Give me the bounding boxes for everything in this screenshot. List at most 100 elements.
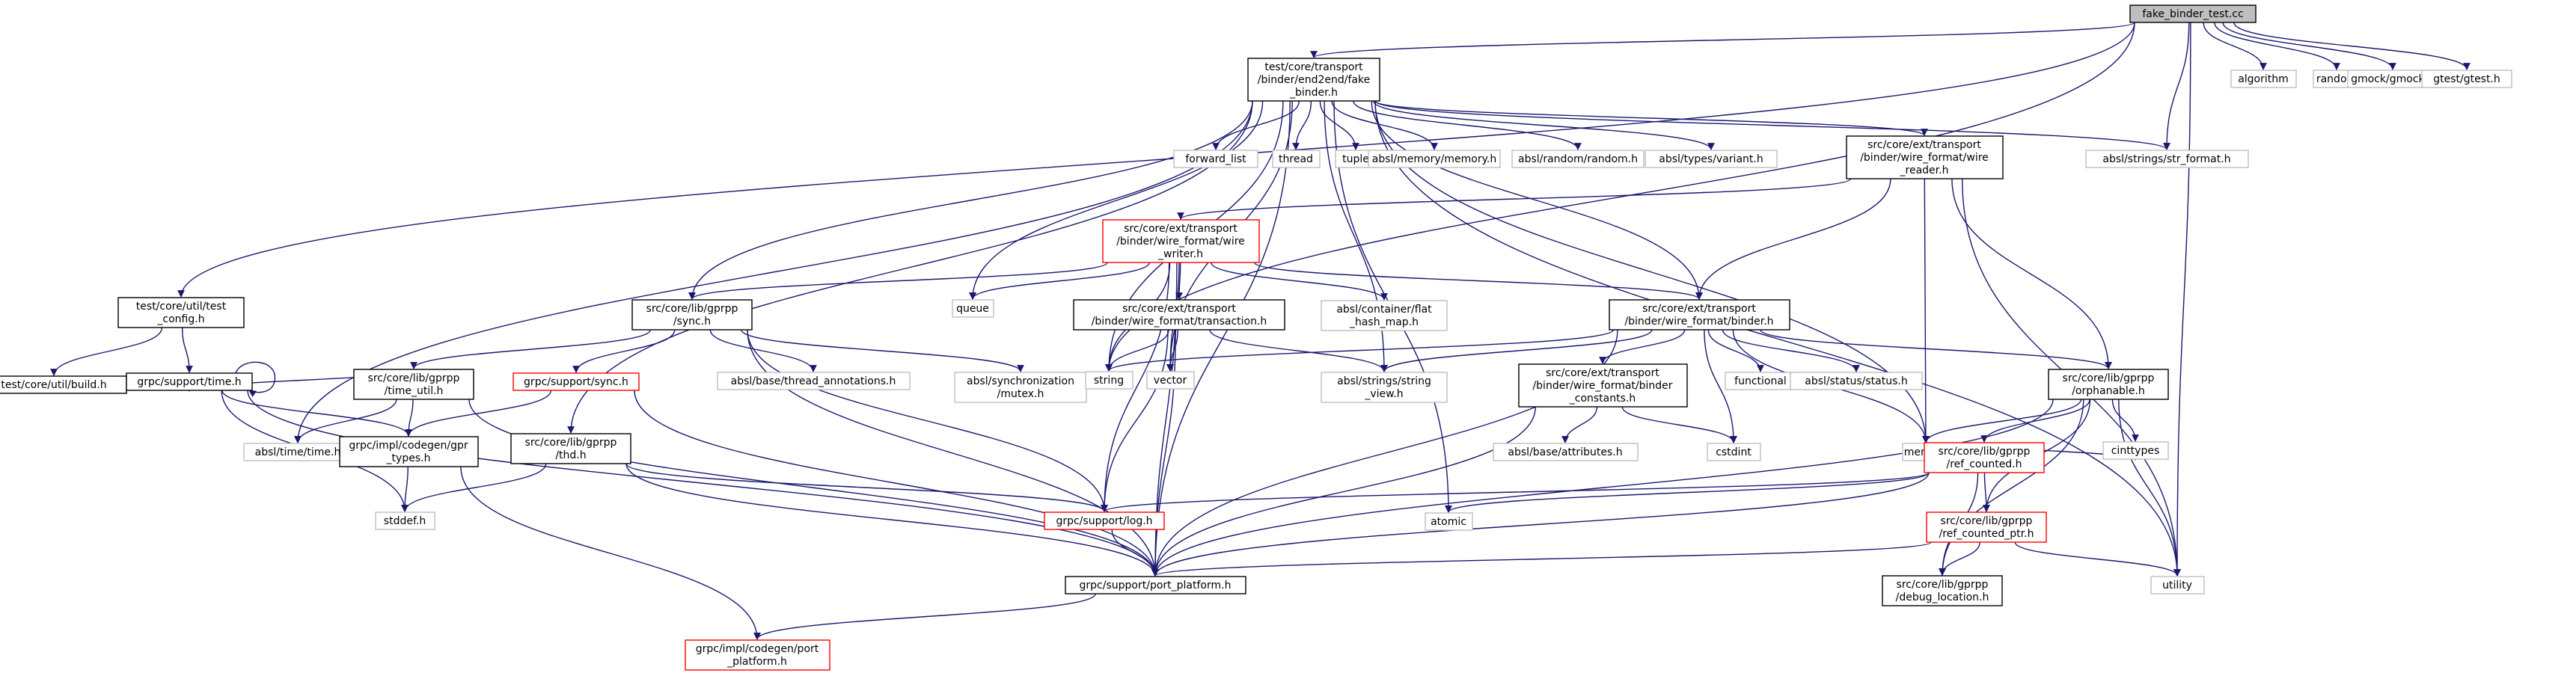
- node-functional[interactable]: functional: [1725, 372, 1797, 390]
- node-label: absl/strings/str_format.h: [2102, 153, 2230, 165]
- node-cinttypes[interactable]: cinttypes: [2102, 441, 2169, 460]
- edge-root-to-random: [2214, 22, 2340, 70]
- node-support-sync[interactable]: grpc/support/sync.h: [513, 372, 640, 391]
- node-label: /sync.h: [673, 316, 711, 328]
- node-label: src/core/ext/transport: [1124, 223, 1237, 235]
- edge-time-h-to-time-h: [235, 361, 276, 397]
- node-box: [510, 433, 631, 464]
- node-label: cinttypes: [2111, 445, 2160, 457]
- node-label: /mutex.h: [997, 388, 1044, 400]
- node-port-platform[interactable]: grpc/support/port_platform.h: [1065, 576, 1246, 594]
- node-label: /binder/wire_format/wire: [1116, 236, 1245, 248]
- node-test-config[interactable]: test/core/util/test_config.h: [117, 297, 245, 328]
- node-label: grpc/impl/codegen/port: [696, 643, 819, 655]
- node-label: absl/random/random.h: [1518, 153, 1638, 165]
- edge-binder-h-to-binder-constants: [1599, 329, 1686, 364]
- node-box: [126, 372, 253, 391]
- node-box: [685, 639, 830, 671]
- node-orphanable[interactable]: src/core/lib/gprpp/orphanable.h: [2048, 369, 2169, 400]
- edge-ref-counted-ptr-to-debug-location: [1939, 541, 1980, 576]
- edge-log-h-to-port-platform: [1111, 529, 1159, 577]
- node-box: [1272, 150, 1321, 168]
- node-thread-annotations[interactable]: absl/base/thread_annotations.h: [717, 372, 911, 390]
- node-attributes[interactable]: absl/base/attributes.h: [1493, 443, 1639, 461]
- node-build[interactable]: test/core/util/build.h: [0, 375, 127, 394]
- node-fakebinder[interactable]: test/core/transport/binder/end2end/fake_…: [1247, 58, 1380, 102]
- node-tuple[interactable]: tuple: [1335, 150, 1377, 168]
- edge-orphanable-to-memory: [1922, 399, 2082, 443]
- node-gtest[interactable]: gtest/gtest.h: [2421, 70, 2512, 88]
- node-transaction[interactable]: src/core/ext/transport/binder/wire_forma…: [1073, 299, 1285, 331]
- node-gprpp-sync[interactable]: src/core/lib/gprpp/sync.h: [631, 299, 753, 331]
- node-thread[interactable]: thread: [1272, 150, 1321, 168]
- node-box: [2129, 4, 2257, 23]
- node-atomic[interactable]: atomic: [1425, 512, 1473, 531]
- node-label: grpc/support/sync.h: [524, 376, 628, 388]
- node-thd[interactable]: src/core/lib/gprpp/thd.h: [510, 433, 631, 464]
- node-box: [1609, 299, 1790, 331]
- node-label: src/core/lib/gprpp: [1897, 579, 1989, 591]
- node-box: [513, 372, 640, 391]
- node-label: /binder/wire_format/wire: [1860, 152, 1989, 164]
- edge-time-util-to-port-platform: [468, 399, 1159, 577]
- node-box: [1321, 300, 1448, 331]
- node-binder-h[interactable]: src/core/ext/transport/binder/wire_forma…: [1609, 299, 1790, 331]
- edge-root-to-str-format: [2163, 22, 2190, 150]
- node-status[interactable]: absl/status/status.h: [1790, 372, 1923, 390]
- node-absl-random[interactable]: absl/random/random.h: [1511, 150, 1645, 168]
- edge-binder-h-to-string: [1105, 329, 1615, 372]
- edge-wire-reader-to-orphanable: [1951, 178, 2112, 369]
- node-flat-hash-map[interactable]: absl/container/flat_hash_map.h: [1321, 300, 1448, 331]
- node-queue[interactable]: queue: [952, 299, 994, 318]
- node-debug-location[interactable]: src/core/lib/gprpp/debug_location.h: [1882, 575, 2003, 606]
- node-box: [1511, 150, 1645, 168]
- node-root[interactable]: fake_binder_test.cc: [2129, 4, 2257, 23]
- node-box: [353, 369, 474, 400]
- node-forward-list[interactable]: forward_list: [1173, 150, 1258, 168]
- node-ref-counted-ptr[interactable]: src/core/lib/gprpp/ref_counted_ptr.h: [1926, 511, 2047, 543]
- edge-binder-h-to-string-view: [1380, 329, 1653, 372]
- node-string[interactable]: string: [1085, 371, 1133, 390]
- node-time-h[interactable]: grpc/support/time.h: [126, 372, 253, 391]
- node-box: [2102, 441, 2169, 460]
- node-absl-variant[interactable]: absl/types/variant.h: [1645, 150, 1778, 168]
- node-box: [1882, 575, 2003, 606]
- node-absl-time[interactable]: absl/time/time.h: [243, 443, 352, 461]
- edge-thd-to-stddef: [401, 463, 547, 512]
- edge-ref-counted-ptr-to-port-platform: [1151, 541, 1932, 577]
- edge-wire-writer-to-binder-h: [1253, 262, 1703, 300]
- node-ref-counted[interactable]: src/core/lib/gprpp/ref_counted.h: [1924, 442, 2045, 473]
- node-str-format[interactable]: absl/strings/str_format.h: [2085, 150, 2249, 168]
- node-label: forward_list: [1185, 153, 1246, 165]
- node-stddef[interactable]: stddef.h: [375, 511, 435, 530]
- node-label: _types.h: [386, 452, 431, 464]
- node-mutex[interactable]: absl/synchronization/mutex.h: [954, 372, 1087, 403]
- node-wire-reader[interactable]: src/core/ext/transport/binder/wire_forma…: [1846, 135, 2004, 179]
- node-utility[interactable]: utility: [2150, 576, 2205, 594]
- node-codegen-port-platform[interactable]: grpc/impl/codegen/port_platform.h: [685, 639, 830, 671]
- edge-binder-h-to-cstdint: [1704, 329, 1737, 443]
- node-label: _binder.h: [1289, 87, 1338, 99]
- edge-support-sync-to-port-platform: [634, 390, 1159, 577]
- node-label: /ref_counted_ptr.h: [1939, 528, 2034, 540]
- node-wire-writer[interactable]: src/core/ext/transport/binder/wire_forma…: [1102, 219, 1260, 263]
- node-time-util[interactable]: src/core/lib/gprpp/time_util.h: [353, 369, 474, 400]
- node-box: [2230, 70, 2297, 88]
- node-gpr-types[interactable]: grpc/impl/codegen/gpr_types.h: [339, 436, 479, 467]
- node-box: [1044, 511, 1165, 530]
- node-label: _hash_map.h: [1349, 316, 1419, 328]
- node-string-view[interactable]: absl/strings/string_view.h: [1321, 372, 1448, 403]
- edge-root-to-gtest: [2233, 22, 2471, 70]
- edge-transaction-to-string-view: [1209, 329, 1388, 372]
- node-algorithm[interactable]: algorithm: [2230, 70, 2297, 88]
- node-vector[interactable]: vector: [1146, 371, 1195, 390]
- node-label: gmock/gmock.h: [2351, 73, 2435, 85]
- edges-layer: [50, 22, 2471, 640]
- node-binder-constants[interactable]: src/core/ext/transport/binder/wire_forma…: [1518, 363, 1688, 408]
- node-absl-memory[interactable]: absl/memory/memory.h: [1368, 150, 1501, 168]
- edge-root-to-fakebinder: [1310, 22, 2135, 58]
- node-cstdint[interactable]: cstdint: [1707, 443, 1761, 461]
- node-log-h[interactable]: grpc/support/log.h: [1044, 511, 1165, 530]
- node-box: [1846, 135, 2004, 179]
- node-label: /binder/wire_format/binder.h: [1624, 316, 1773, 328]
